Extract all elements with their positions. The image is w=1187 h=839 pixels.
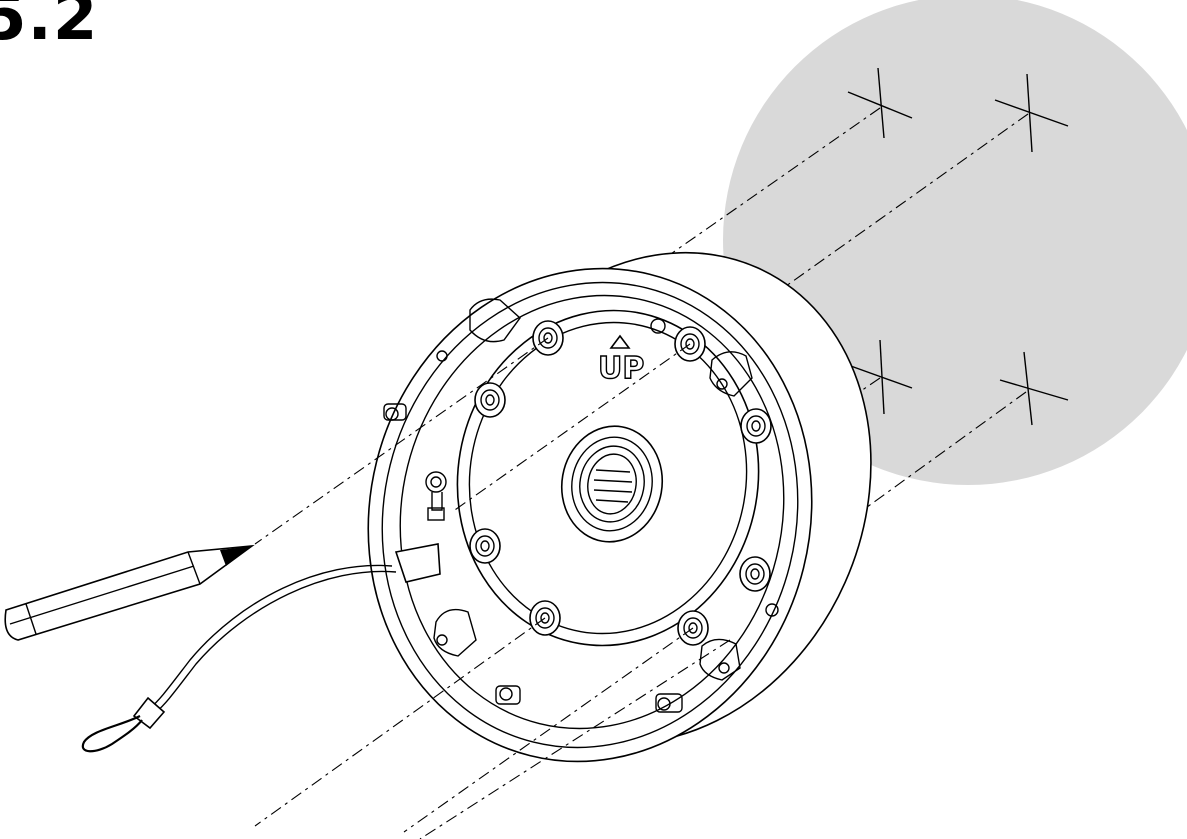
- alignment-line: [851, 391, 1027, 519]
- alignment-line: [254, 337, 549, 545]
- screw-hole: [740, 408, 772, 444]
- rim-latch: [650, 318, 779, 617]
- alignment-line: [254, 617, 546, 827]
- alignment-line: [664, 107, 881, 259]
- rim-tab: [436, 298, 521, 362]
- rim-latch: [655, 693, 683, 713]
- rim-tab: [433, 608, 477, 657]
- mounting-plate-ring: [468, 321, 748, 635]
- rim-tab: [699, 638, 741, 681]
- drill-mark-top-right: [994, 73, 1069, 153]
- drill-mark-top-left: [847, 67, 913, 139]
- alignment-line: [757, 113, 1029, 307]
- safety-wire-icon: [81, 543, 441, 753]
- screw-hole: [474, 382, 506, 418]
- cable-entry: [560, 425, 664, 543]
- drill-mark-bottom-left: [847, 339, 913, 415]
- base-inner-rim: [381, 281, 799, 749]
- pencil-icon: [4, 544, 255, 641]
- rim-tab: [709, 351, 753, 397]
- base-inner-wall: [399, 294, 785, 730]
- screw-hole: [469, 528, 501, 564]
- rim-latch: [383, 403, 407, 421]
- orientation-mark: UP: [598, 351, 644, 386]
- screw-hole: [739, 556, 771, 592]
- step-number: 5.2: [0, 0, 99, 55]
- ground-screw-icon: [425, 471, 447, 521]
- alignment-line: [419, 639, 731, 839]
- rim-latch: [495, 685, 521, 705]
- drill-mark-bottom-right: [999, 351, 1069, 426]
- up-arrow-icon: [609, 334, 631, 349]
- alignment-line: [451, 343, 691, 513]
- alignment-line: [403, 627, 694, 833]
